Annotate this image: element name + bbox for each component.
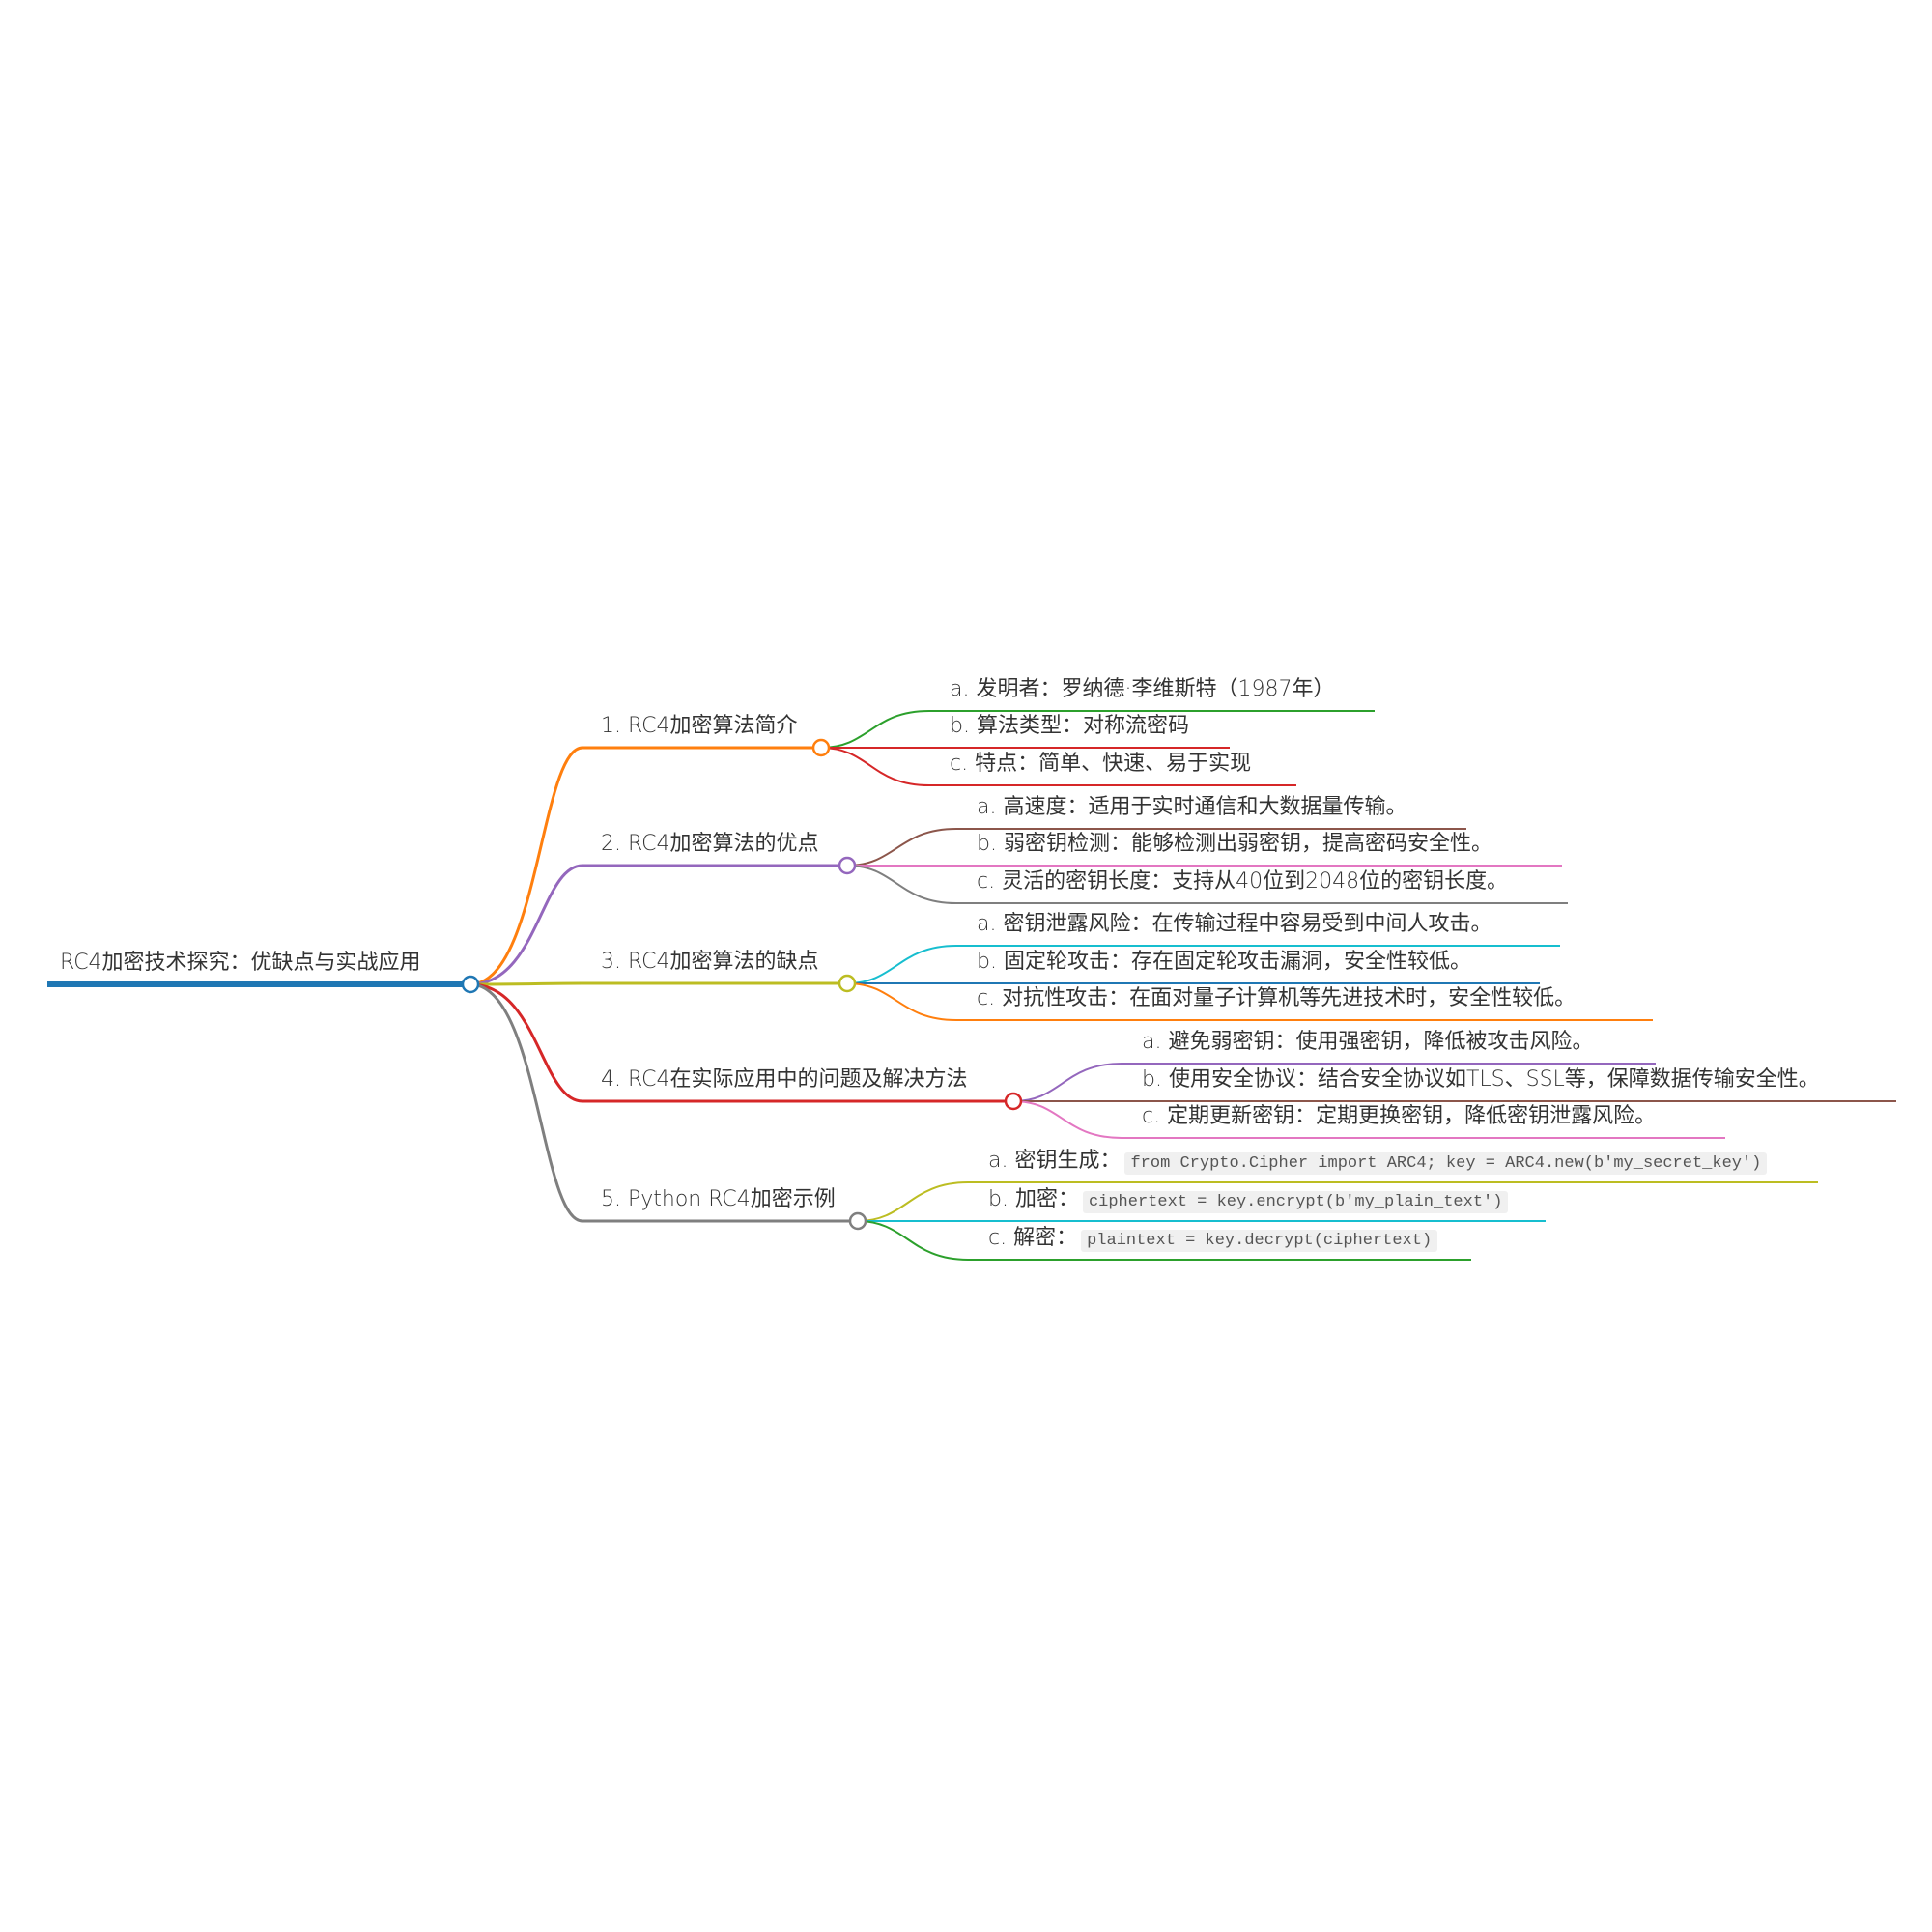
node-text: b. 加密： bbox=[988, 1187, 1079, 1211]
node-text: c. 定期更新密钥：定期更换密钥，降低密钥泄露风险。 bbox=[1142, 1104, 1657, 1128]
node-text: c. 对抗性攻击：在面对量子计算机等先进技术时，安全性较低。 bbox=[977, 986, 1577, 1010]
node-text: c. 解密： bbox=[988, 1226, 1078, 1250]
branch-4-subtopic-a[interactable]: a. 避免弱密钥：使用强密钥，降低被攻击风险。 bbox=[1142, 1029, 1593, 1056]
branch-5-subtopic-b[interactable]: b. 加密：ciphertext = key.encrypt(b'my_plai… bbox=[988, 1186, 1509, 1216]
branch-3-topic[interactable]: 3. RC4加密算法的缺点 bbox=[601, 949, 819, 976]
node-text: 3. RC4加密算法的缺点 bbox=[601, 950, 819, 974]
node-text: a. 发明者：罗纳德·李维斯特（1987年） bbox=[950, 677, 1335, 701]
node-text: a. 避免弱密钥：使用强密钥，降低被攻击风险。 bbox=[1142, 1030, 1594, 1054]
code-snippet: from Crypto.Cipher import ARC4; key = AR… bbox=[1124, 1152, 1768, 1175]
branch-2-subtopic-b[interactable]: b. 弱密钥检测：能够检测出弱密钥，提高密码安全性。 bbox=[977, 831, 1492, 858]
branch-2-collapse-toggle[interactable] bbox=[838, 856, 857, 875]
root-collapse-toggle[interactable] bbox=[461, 975, 480, 994]
branch-1-topic[interactable]: 1. RC4加密算法简介 bbox=[601, 713, 798, 740]
branch-connector bbox=[469, 864, 847, 986]
branch-1-subtopic-b[interactable]: b. 算法类型：对称流密码 bbox=[950, 713, 1189, 740]
branch-4-topic[interactable]: 4. RC4在实际应用中的问题及解决方法 bbox=[601, 1066, 968, 1094]
branch-3-subtopic-b[interactable]: b. 固定轮攻击：存在固定轮攻击漏洞，安全性较低。 bbox=[977, 949, 1471, 976]
node-text: b. 算法类型：对称流密码 bbox=[950, 714, 1189, 738]
node-text: 5. Python RC4加密示例 bbox=[601, 1187, 836, 1211]
node-text: b. 弱密钥检测：能够检测出弱密钥，提高密码安全性。 bbox=[977, 832, 1492, 856]
branch-3-subtopic-c[interactable]: c. 对抗性攻击：在面对量子计算机等先进技术时，安全性较低。 bbox=[977, 985, 1576, 1012]
node-text: a. 密钥泄露风险：在传输过程中容易受到中间人攻击。 bbox=[977, 912, 1492, 936]
root-topic[interactable]: RC4加密技术探究：优缺点与实战应用 bbox=[60, 950, 421, 977]
child-connector bbox=[846, 828, 1466, 867]
branch-2-subtopic-c[interactable]: c. 灵活的密钥长度：支持从40位到2048位的密钥长度。 bbox=[977, 868, 1508, 895]
branch-connector bbox=[469, 982, 1013, 1103]
branch-5-subtopic-a[interactable]: a. 密钥生成：from Crypto.Cipher import ARC4; … bbox=[988, 1148, 1768, 1178]
branch-2-topic[interactable]: 2. RC4加密算法的优点 bbox=[601, 831, 819, 858]
code-snippet: ciphertext = key.encrypt(b'my_plain_text… bbox=[1082, 1191, 1509, 1213]
child-connector bbox=[857, 1181, 1818, 1222]
branch-5-subtopic-c[interactable]: c. 解密：plaintext = key.decrypt(ciphertext… bbox=[988, 1225, 1438, 1255]
branch-3-subtopic-a[interactable]: a. 密钥泄露风险：在传输过程中容易受到中间人攻击。 bbox=[977, 911, 1492, 938]
branch-2-subtopic-a[interactable]: a. 高速度：适用于实时通信和大数据量传输。 bbox=[977, 794, 1406, 821]
branch-connector bbox=[469, 982, 858, 1223]
node-text: RC4加密技术探究：优缺点与实战应用 bbox=[60, 951, 421, 975]
branch-5-topic[interactable]: 5. Python RC4加密示例 bbox=[601, 1186, 836, 1213]
branch-1-subtopic-a[interactable]: a. 发明者：罗纳德·李维斯特（1987年） bbox=[950, 676, 1334, 703]
child-connector bbox=[820, 747, 1296, 786]
branch-4-collapse-toggle[interactable] bbox=[1004, 1092, 1023, 1111]
node-text: c. 灵活的密钥长度：支持从40位到2048位的密钥长度。 bbox=[977, 869, 1509, 894]
branch-connector bbox=[469, 746, 821, 986]
code-snippet: plaintext = key.decrypt(ciphertext) bbox=[1081, 1230, 1438, 1252]
branch-4-subtopic-b[interactable]: b. 使用安全协议：结合安全协议如TLS、SSL等，保障数据传输安全性。 bbox=[1142, 1066, 1820, 1094]
branch-3-collapse-toggle[interactable] bbox=[838, 974, 857, 993]
child-connector bbox=[1012, 1100, 1725, 1139]
child-connector bbox=[820, 710, 1375, 749]
node-text: a. 密钥生成： bbox=[988, 1149, 1122, 1173]
child-connector bbox=[846, 865, 1568, 904]
node-text: 1. RC4加密算法简介 bbox=[601, 714, 798, 738]
branch-5-collapse-toggle[interactable] bbox=[848, 1211, 867, 1231]
branch-1-subtopic-c[interactable]: c. 特点：简单、快速、易于实现 bbox=[950, 751, 1251, 778]
branch-4-subtopic-c[interactable]: c. 定期更新密钥：定期更换密钥，降低密钥泄露风险。 bbox=[1142, 1103, 1656, 1130]
child-connector bbox=[846, 945, 1560, 984]
child-connector bbox=[857, 1220, 1471, 1261]
child-connector bbox=[1012, 1063, 1656, 1102]
node-text: 2. RC4加密算法的优点 bbox=[601, 832, 819, 856]
node-text: c. 特点：简单、快速、易于实现 bbox=[950, 752, 1252, 776]
branch-1-collapse-toggle[interactable] bbox=[811, 738, 831, 757]
node-text: b. 固定轮攻击：存在固定轮攻击漏洞，安全性较低。 bbox=[977, 950, 1471, 974]
node-text: a. 高速度：适用于实时通信和大数据量传输。 bbox=[977, 795, 1407, 819]
node-text: 4. RC4在实际应用中的问题及解决方法 bbox=[601, 1067, 968, 1092]
node-text: b. 使用安全协议：结合安全协议如TLS、SSL等，保障数据传输安全性。 bbox=[1142, 1067, 1820, 1092]
child-connector bbox=[846, 982, 1653, 1021]
branch-connector bbox=[469, 981, 847, 986]
